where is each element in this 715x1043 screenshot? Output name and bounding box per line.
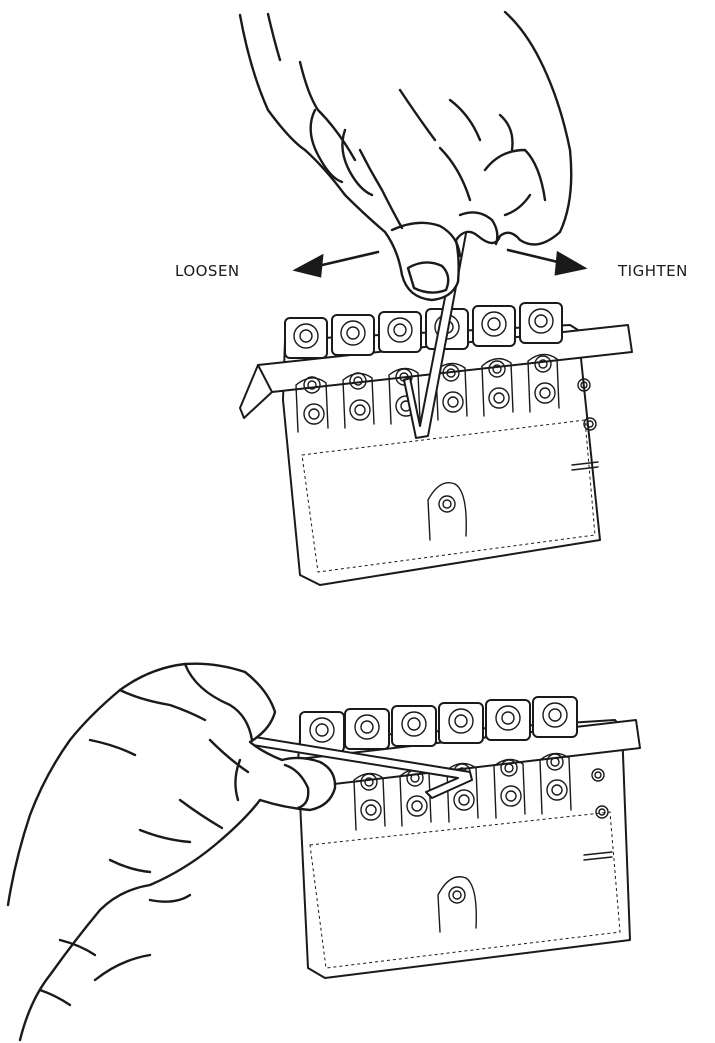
top-illustration xyxy=(240,12,632,585)
tighten-label: TIGHTEN xyxy=(618,262,688,280)
tighten-arrow xyxy=(508,250,584,274)
hand-top xyxy=(240,12,571,300)
bottom-illustration xyxy=(8,664,640,1040)
loosen-arrow xyxy=(296,252,378,276)
loosen-label: LOOSEN xyxy=(175,262,240,280)
hand-left xyxy=(8,664,335,1040)
saddle-5 xyxy=(473,306,515,346)
saddle-3 xyxy=(379,312,421,352)
saddle-2 xyxy=(332,315,374,355)
saddle-1 xyxy=(285,318,327,358)
saddle-6 xyxy=(520,303,562,343)
